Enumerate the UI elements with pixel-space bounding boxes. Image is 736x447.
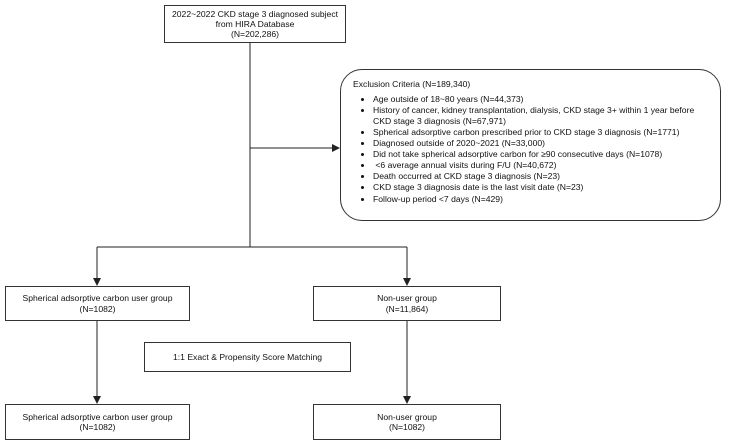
nonuser-group-count: (N=1082) <box>388 422 426 432</box>
user-group-box-after-matching: Spherical adsorptive carbon user group (… <box>5 404 190 440</box>
exclusion-item: Age outside of 18~80 years (N=44,373) <box>373 94 710 104</box>
nonuser-group-count: (N=11,864) <box>385 303 429 314</box>
user-group-box-before-matching: Spherical adsorptive carbon user group (… <box>5 286 190 321</box>
exclusion-item: Follow-up period <7 days (N=429) <box>373 194 710 204</box>
matching-method-label: 1:1 Exact & Propensity Score Matching <box>172 351 323 362</box>
source-population-box: 2022~2022 CKD stage 3 diagnosed subject … <box>164 5 346 43</box>
exclusion-criteria-box: Exclusion Criteria (N=189,340) Age outsi… <box>340 69 721 221</box>
exclusion-criteria-list: Age outside of 18~80 years (N=44,373) Hi… <box>353 94 710 204</box>
user-group-label: Spherical adsorptive carbon user group <box>22 293 173 304</box>
exclusion-criteria-title: Exclusion Criteria (N=189,340) <box>353 79 471 89</box>
nonuser-group-label: Non-user group <box>377 293 437 304</box>
exclusion-item: History of cancer, kidney transplantatio… <box>373 105 710 125</box>
nonuser-group-label: Non-user group <box>377 411 437 422</box>
exclusion-item: Did not take spherical adsorptive carbon… <box>373 149 710 159</box>
source-population-count: (N=202,286) <box>230 29 279 40</box>
exclusion-item: <6 average annual visits during F/U (N=4… <box>373 160 710 170</box>
user-group-count: (N=1082) <box>79 303 116 314</box>
source-population-line2: from HIRA Database <box>215 18 295 29</box>
exclusion-item: Spherical adsorptive carbon prescribed p… <box>373 127 710 137</box>
matching-method-box: 1:1 Exact & Propensity Score Matching <box>144 342 351 372</box>
nonuser-group-box-before-matching: Non-user group (N=11,864) <box>313 286 501 321</box>
source-population-line1: 2022~2022 CKD stage 3 diagnosed subject <box>171 8 339 19</box>
user-group-label: Spherical adsorptive carbon user group <box>22 411 173 422</box>
exclusion-item: Death occurred at CKD stage 3 diagnosis … <box>373 171 710 181</box>
exclusion-item: Diagnosed outside of 2020~2021 (N=33,000… <box>373 138 710 148</box>
exclusion-item: CKD stage 3 diagnosis date is the last v… <box>373 182 710 192</box>
nonuser-group-box-after-matching: Non-user group (N=1082) <box>313 404 501 440</box>
user-group-count: (N=1082) <box>79 422 116 432</box>
